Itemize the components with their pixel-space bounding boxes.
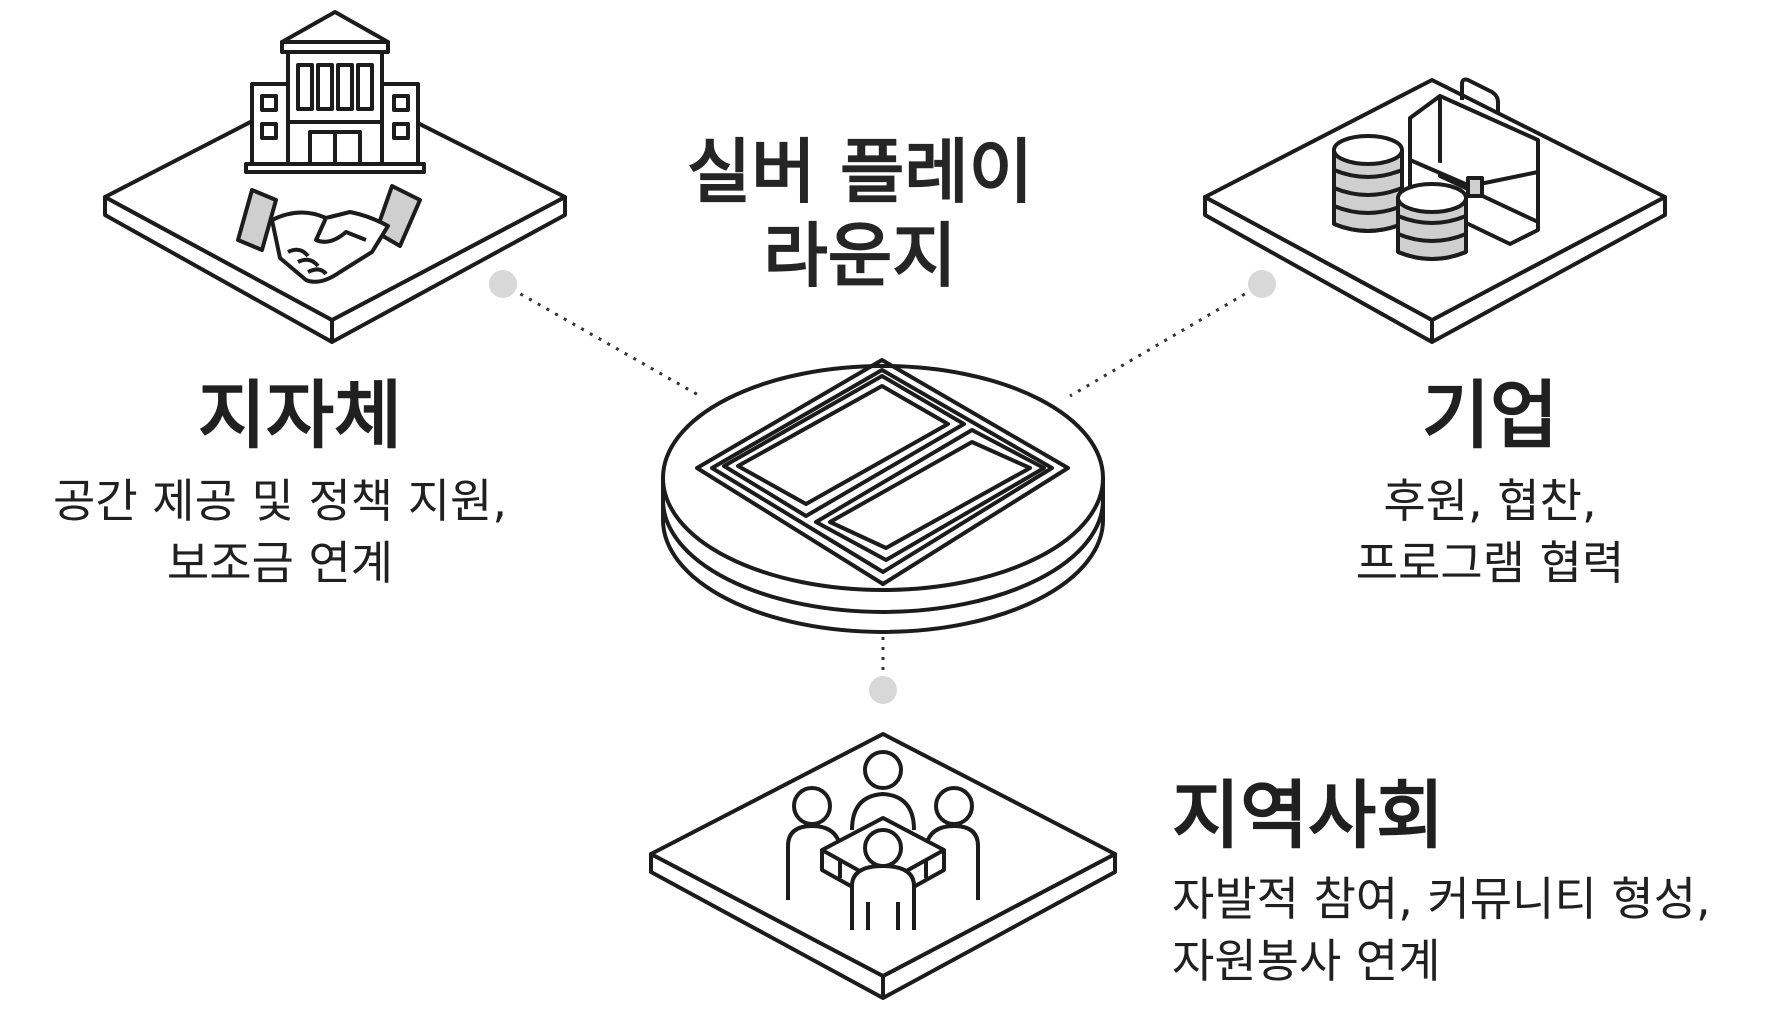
community-description: 자발적 참여, 커뮤니티 형성, 자원봉사 연계 [1172,868,1772,992]
government-desc-line1: 공간 제공 및 정책 지원, [53,474,507,528]
connector-dot-community [869,676,897,704]
connector-dot-corporate [1248,270,1276,298]
lounge-disc [661,364,1105,634]
community-desc-line1: 자발적 참여, 커뮤니티 형성, [1172,872,1711,926]
center-title: 실버 플레이 라운지 [640,130,1080,298]
community-title: 지역사회 [1172,773,1445,859]
corporate-description: 후원, 협찬, 프로그램 협력 [1300,470,1680,594]
connector-corporate [1069,282,1263,398]
coins-briefcase-icon [1332,77,1540,261]
corporate-title: 기업 [1421,373,1559,459]
center-title-line1: 실버 플레이 [686,131,1034,213]
community-people-table-icon [786,750,980,930]
corporate-desc-line2: 프로그램 협력 [1355,536,1625,590]
center-title-line2: 라운지 [763,215,957,297]
corporate-desc-line1: 후원, 협찬, [1383,474,1597,528]
government-desc-line2: 보조금 연계 [166,536,394,590]
connectors [502,282,1263,690]
connector-government [502,282,701,398]
government-title: 지자체 [197,373,403,459]
lounge-floorplan-icon [695,358,1070,586]
connector-dot-government [489,270,517,298]
government-building-handshake-icon [236,10,426,284]
government-description: 공간 제공 및 정책 지원, 보조금 연계 [0,470,560,594]
community-desc-line2: 자원봉사 연계 [1172,934,1441,988]
